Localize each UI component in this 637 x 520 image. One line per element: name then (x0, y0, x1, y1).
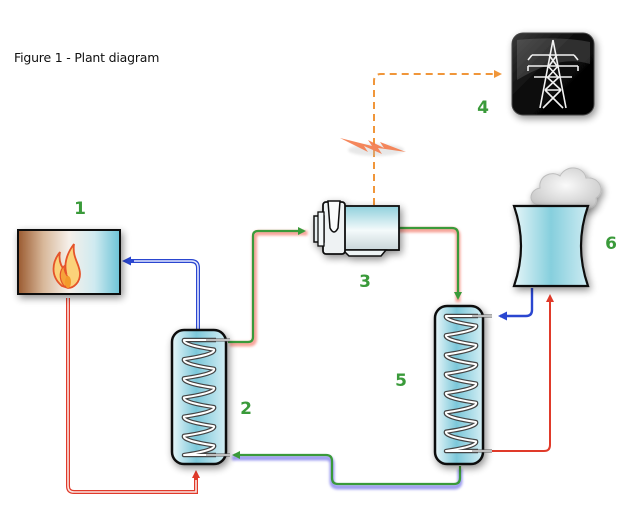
power-grid[interactable] (511, 32, 595, 116)
steam-cloud-icon (530, 167, 602, 212)
figure-caption: Figure 1 - Plant diagram (14, 50, 160, 65)
label-condenser: 5 (395, 371, 407, 391)
cooling-tower[interactable] (512, 167, 602, 288)
label-evaporator: 2 (240, 399, 252, 419)
label-power-grid: 4 (477, 98, 489, 118)
coil-path (444, 315, 478, 452)
boiler[interactable] (17, 229, 121, 295)
pipe-boiler-to-evaporator (66, 298, 200, 494)
turbine-generator[interactable] (313, 200, 400, 257)
electric-line-to-grid (373, 70, 502, 205)
coil-path (182, 339, 216, 456)
label-turbine: 3 (359, 272, 371, 292)
lightning-icon (340, 138, 406, 156)
coil-icon (181, 337, 217, 458)
coil-icon (443, 313, 479, 454)
label-boiler: 1 (74, 199, 86, 219)
pipe-condenser-to-tower (490, 294, 554, 452)
evaporator[interactable] (170, 328, 230, 466)
label-cooling-tower: 6 (605, 234, 617, 254)
flame-icon (52, 243, 81, 289)
pipe-tower-to-condenser (498, 288, 534, 321)
condenser[interactable] (433, 304, 492, 466)
transmission-tower-icon (527, 39, 579, 109)
pipe-condenser-to-evaporator (232, 451, 463, 490)
pipe-evaporator-to-boiler (122, 256, 200, 330)
pipe-evaporator-to-turbine (228, 227, 308, 347)
pipe-turbine-to-condenser (398, 226, 462, 302)
